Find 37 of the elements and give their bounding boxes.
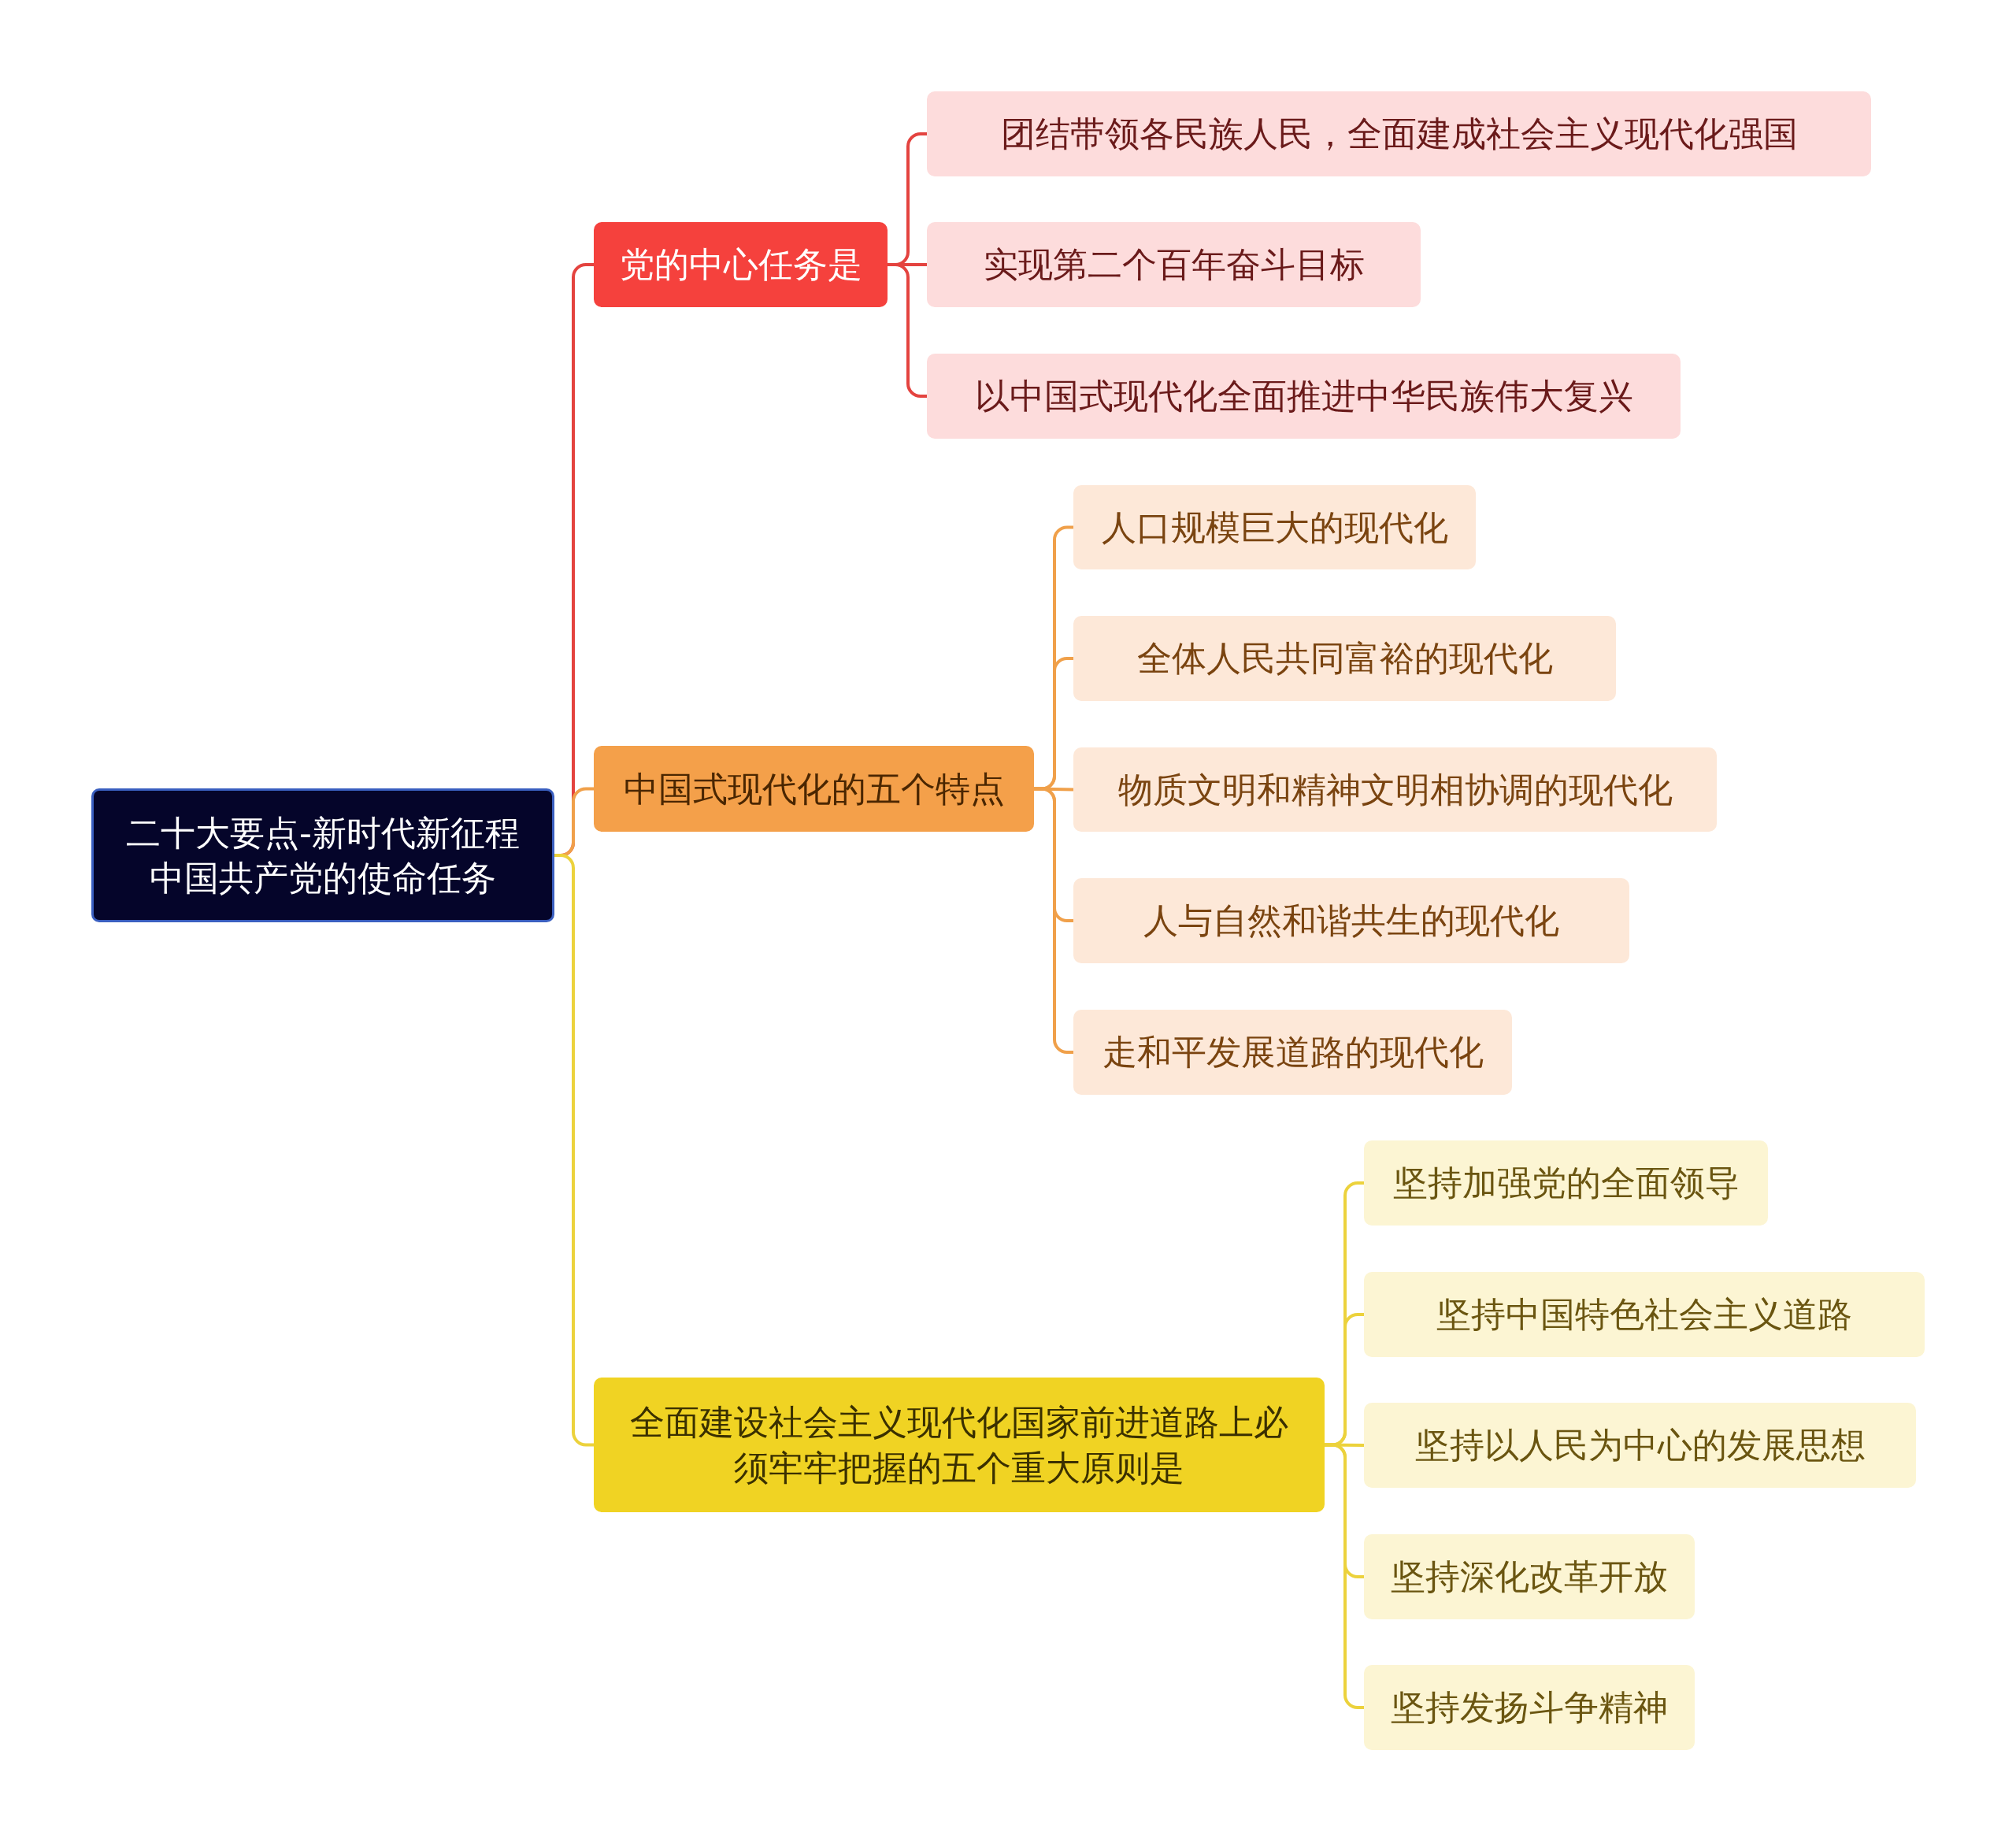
subtopic-box	[1073, 747, 1717, 832]
topic-text: 人与自然和谐共生的现代化	[1143, 899, 1559, 943]
topic-text: 坚持深化改革开放	[1391, 1556, 1668, 1599]
subtopic-box	[1073, 485, 1476, 569]
branch-topic-box	[594, 746, 1034, 832]
subtopic-box	[1073, 1010, 1512, 1095]
subtopic-box	[1364, 1534, 1695, 1619]
topic-text: 全体人民共同富裕的现代化	[1136, 637, 1553, 680]
subtopic-box	[1364, 1665, 1695, 1750]
connector-line	[1034, 787, 1073, 1054]
subtopic-box	[1364, 1403, 1916, 1488]
connector-line	[1325, 1443, 1364, 1709]
topic-text: 二十大要点-新时代新征程中国共产党的使命任务	[125, 811, 521, 899]
topic-text: 全面建设社会主义现代化国家前进道路上必须牢牢把握的五个重大原则是	[629, 1401, 1289, 1489]
branch-topic-box	[594, 1378, 1325, 1512]
connector-line	[888, 263, 927, 398]
topic-text: 实现第二个百年奋斗目标	[983, 243, 1365, 287]
topic-text: 走和平发展道路的现代化	[1102, 1031, 1484, 1074]
subtopic-box	[1073, 616, 1616, 701]
subtopic-box	[1364, 1140, 1768, 1226]
root-topic-box	[91, 788, 554, 922]
subtopic-box	[1073, 878, 1629, 963]
topic-text: 以中国式现代化全面推进中华民族伟大复兴	[974, 375, 1633, 418]
branch-topic-box	[594, 222, 888, 307]
topic-text: 物质文明和精神文明相协调的现代化	[1117, 768, 1673, 811]
topic-text: 坚持发扬斗争精神	[1391, 1686, 1668, 1730]
topic-text: 党的中心任务是	[619, 243, 862, 287]
topic-text: 中国式现代化的五个特点	[623, 767, 1005, 810]
topic-text: 团结带领各民族人民，全面建成社会主义现代化强国	[1000, 113, 1798, 156]
topic-text: 坚持加强党的全面领导	[1392, 1162, 1740, 1205]
topic-text: 坚持以人民为中心的发展思想	[1414, 1424, 1866, 1467]
subtopic-box	[927, 354, 1681, 439]
subtopic-box	[927, 222, 1421, 307]
subtopic-box	[927, 91, 1871, 176]
topic-text: 人口规模巨大的现代化	[1101, 506, 1448, 549]
topic-text: 坚持中国特色社会主义道路	[1436, 1293, 1852, 1337]
subtopic-box	[1364, 1272, 1925, 1357]
